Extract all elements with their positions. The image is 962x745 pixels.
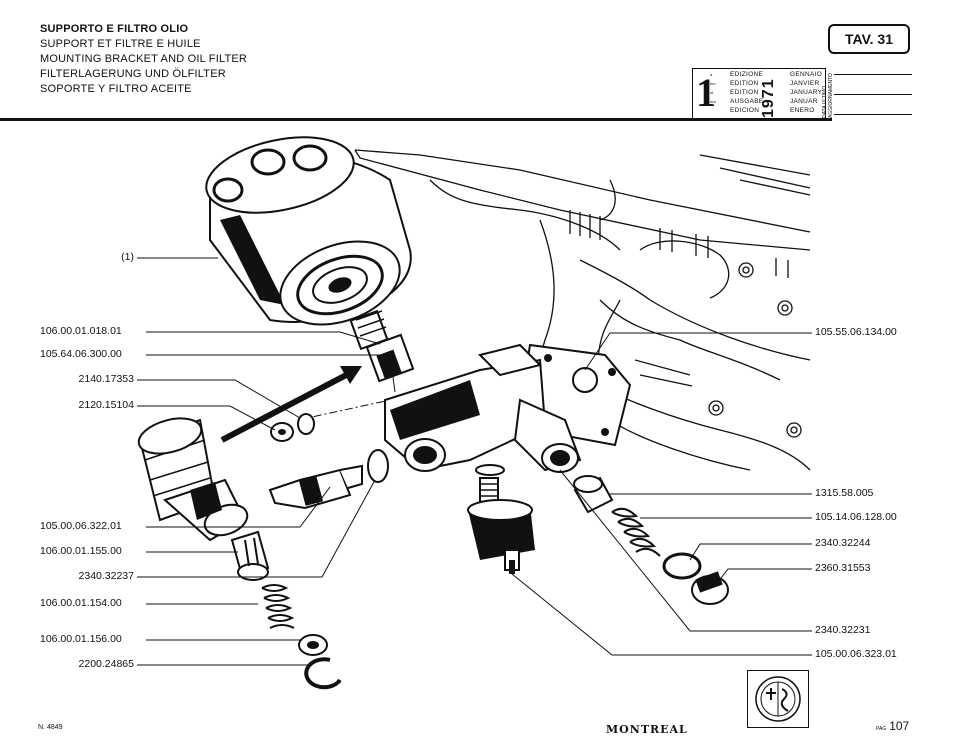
title-spanish: SOPORTE Y FILTRO ACEITE bbox=[40, 83, 192, 95]
right-valve-parts bbox=[573, 475, 729, 605]
part-callout: 2340.32231 bbox=[815, 624, 871, 636]
page-prefix: PAG bbox=[876, 726, 887, 732]
title-french: SUPPORT ET FILTRE E HUILE bbox=[40, 38, 201, 50]
part-callout: 105.00.06.322.01 bbox=[40, 520, 122, 532]
edition-month: JANVIER bbox=[790, 80, 820, 87]
edition-month: ENERO bbox=[790, 107, 815, 114]
brand-wordmark: MONTREAL bbox=[606, 723, 688, 736]
leader-line bbox=[146, 486, 331, 528]
temperature-sender bbox=[268, 464, 363, 510]
edition-number: 1 bbox=[696, 70, 716, 115]
leader-line bbox=[137, 405, 276, 431]
alfa-romeo-logo-frame bbox=[747, 670, 809, 728]
title-german: FILTERLAGERUNG UND ÖLFILTER bbox=[40, 68, 226, 80]
part-callout: 105.14.06.128.00 bbox=[815, 511, 897, 523]
edition-months: GENNAIO JANVIER JANUARY JANUAR ENERO bbox=[790, 70, 822, 115]
relief-valve-parts bbox=[230, 530, 342, 690]
oil-filter-support-body bbox=[384, 343, 582, 476]
part-callout: 106.00.01.154.00 bbox=[40, 597, 122, 609]
title-english: MOUNTING BRACKET AND OIL FILTER bbox=[40, 53, 248, 65]
oil-filter-cartridge bbox=[205, 136, 412, 326]
document-number: N. 4849 bbox=[38, 724, 63, 731]
part-callout: 105.64.06.300.00 bbox=[40, 348, 122, 360]
edition-label: EDIZIONE bbox=[730, 71, 764, 78]
part-callout: 2360.31553 bbox=[815, 562, 871, 574]
part-callout: (1) bbox=[121, 251, 134, 263]
table-number-badge: TAV. 31 bbox=[828, 24, 910, 54]
leader-line bbox=[511, 573, 812, 656]
part-callout: 106.00.01.155.00 bbox=[40, 545, 122, 557]
edition-label: EDITION bbox=[730, 89, 759, 96]
part-callout: 105.55.06.134.00 bbox=[815, 326, 897, 338]
part-callout: 2340.32244 bbox=[815, 537, 871, 549]
edition-lang-marks: a ère st era bbox=[710, 70, 716, 106]
insertion-arrow bbox=[220, 366, 362, 443]
edition-label: EDICION bbox=[730, 107, 760, 114]
title-italian: SUPPORTO E FILTRO OLIO bbox=[40, 23, 189, 35]
header-rule bbox=[0, 118, 832, 121]
page-number-value: 107 bbox=[889, 719, 910, 733]
union-fitting bbox=[137, 417, 249, 542]
part-callout: 105.00.06.323.01 bbox=[815, 648, 897, 660]
leader-line bbox=[717, 568, 812, 583]
lang-mark: ère bbox=[710, 81, 716, 86]
pressure-sender-switch bbox=[467, 477, 535, 574]
leader-line bbox=[584, 332, 812, 371]
part-callout: 2340.32237 bbox=[78, 570, 134, 582]
edition-label: AUSGABE bbox=[730, 98, 764, 105]
part-callout: 1315.58.005 bbox=[815, 487, 874, 499]
lang-mark: era bbox=[710, 99, 716, 104]
copper-washer bbox=[367, 449, 389, 483]
leader-line bbox=[689, 543, 812, 561]
engine-block-drawing bbox=[354, 149, 811, 471]
lang-mark: st bbox=[710, 90, 714, 95]
edition-label: EDITION bbox=[730, 80, 759, 87]
part-callout: 106.00.01.156.00 bbox=[40, 633, 122, 645]
update-line bbox=[834, 74, 912, 75]
update-line bbox=[834, 94, 912, 95]
nut-and-washer bbox=[270, 413, 315, 442]
alfa-romeo-logo bbox=[755, 676, 801, 722]
edition-month: GENNAIO bbox=[790, 71, 823, 78]
edition-labels: EDIZIONE EDITION EDITION AUSGABE EDICION bbox=[730, 70, 764, 115]
lang-mark: a bbox=[710, 72, 713, 77]
part-callout: 2140.17353 bbox=[78, 373, 134, 385]
update-line bbox=[834, 114, 912, 115]
leader-line bbox=[146, 331, 381, 345]
edition-month: JANUAR bbox=[790, 98, 818, 105]
edition-month: JANUARY bbox=[790, 89, 823, 96]
part-callout: 106.00.01.018.01 bbox=[40, 325, 122, 337]
leader-line bbox=[146, 354, 396, 393]
leader-line bbox=[137, 379, 301, 419]
part-callout: 2120.15104 bbox=[78, 399, 134, 411]
title-block: SUPPORTO E FILTRO OLIO SUPPORT ET FILTRE… bbox=[40, 22, 247, 97]
leader-line bbox=[559, 469, 812, 632]
leader-line bbox=[137, 479, 376, 578]
part-callout: 2200.24865 bbox=[78, 658, 134, 670]
